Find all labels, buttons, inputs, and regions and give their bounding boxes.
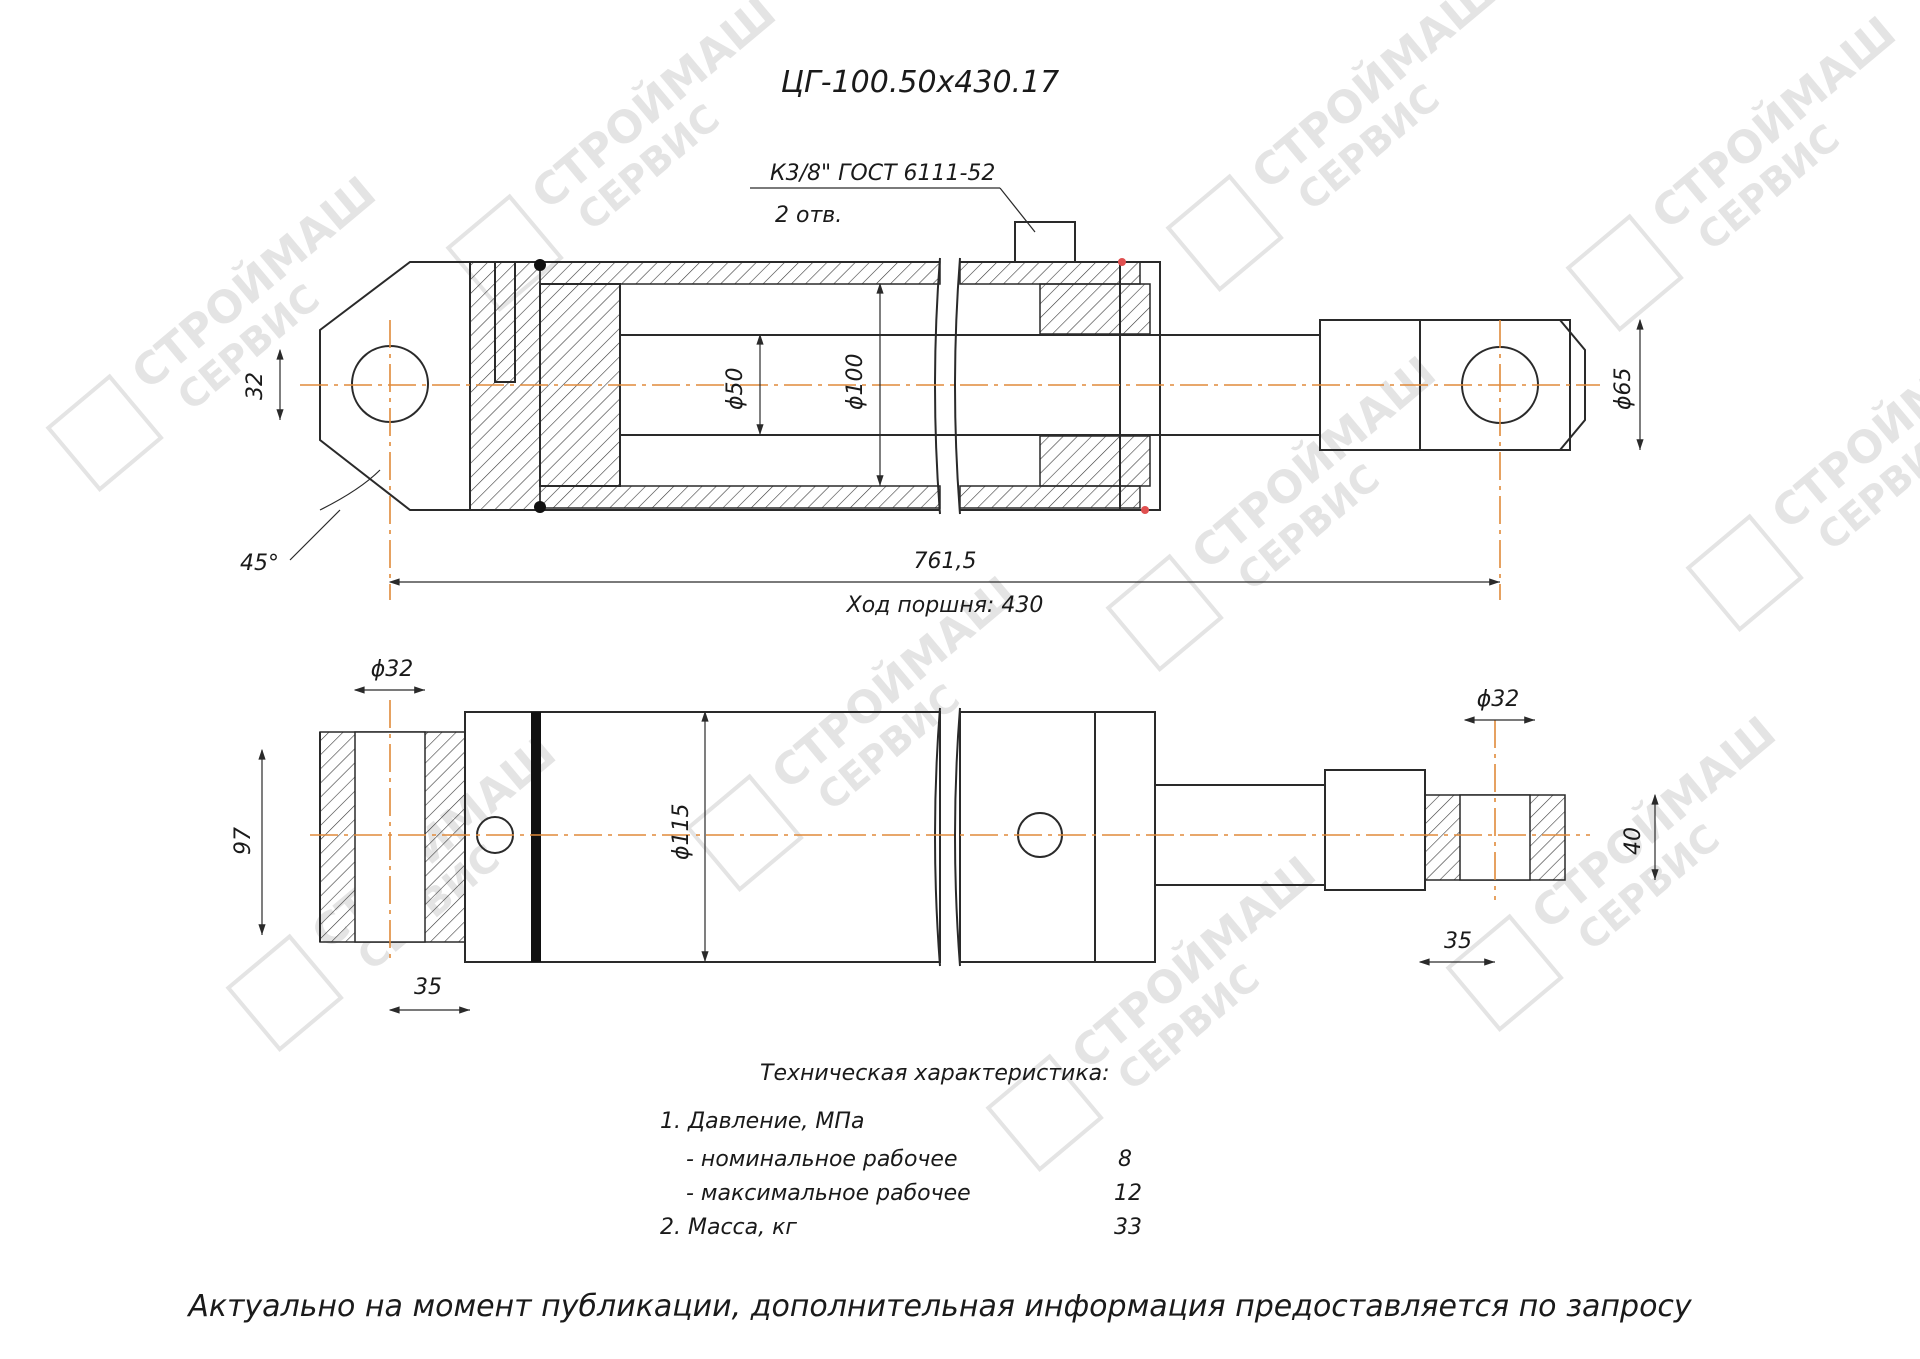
spec-item-label: 2. Масса, кг [660,1215,797,1240]
dim-right-height: 40 [1621,827,1646,855]
spec-item-label: 1. Давление, МПа [660,1109,864,1134]
drawing-title: ЦГ-100.50х430.17 [781,65,1060,100]
dim-left-width: 35 [414,975,442,1000]
dim-rod-eye: ϕ65 [1611,367,1636,410]
dim-eye-left: 32 [243,372,268,400]
spec-block: Техническая характеристика: 1. Давление,… [660,1061,1142,1240]
dim-bore: ϕ100 [843,353,868,410]
top-view [300,221,1600,600]
dim-angle: 45° [240,551,279,576]
spec-item-label: - номинальное рабочее [686,1147,957,1172]
dim-left-height: 97 [231,827,256,855]
spec-item-label: - максимальное рабочее [686,1181,971,1206]
dim-rod: ϕ50 [723,367,748,410]
spec-heading: Техническая характеристика: [760,1061,1110,1086]
side-view [310,700,1590,967]
top-view-dimensions: 32 45° ϕ50 ϕ100 ϕ65 761,5 Ход поршня: 43… [240,282,1644,618]
dim-total-length: 761,5 [914,549,977,574]
dim-right-hole: ϕ32 [1477,687,1520,712]
dim-body: ϕ115 [669,803,694,860]
side-view-dimensions: ϕ32 97 35 ϕ115 ϕ32 40 35 [231,657,1659,1014]
thread-note: К3/8" ГОСТ 6111-52 2 отв. [750,161,1036,233]
spec-item-value: 8 [1118,1147,1132,1172]
thread-note-line2: 2 отв. [775,203,842,228]
footer-note: Актуально на момент публикации, дополнит… [186,1289,1693,1324]
spec-item-value: 12 [1114,1181,1142,1206]
spec-item-value: 33 [1114,1215,1142,1240]
dim-stroke: Ход поршня: 430 [846,593,1044,618]
dim-left-hole: ϕ32 [371,657,414,682]
dim-right-width: 35 [1444,929,1472,954]
thread-note-line1: К3/8" ГОСТ 6111-52 [770,161,995,186]
